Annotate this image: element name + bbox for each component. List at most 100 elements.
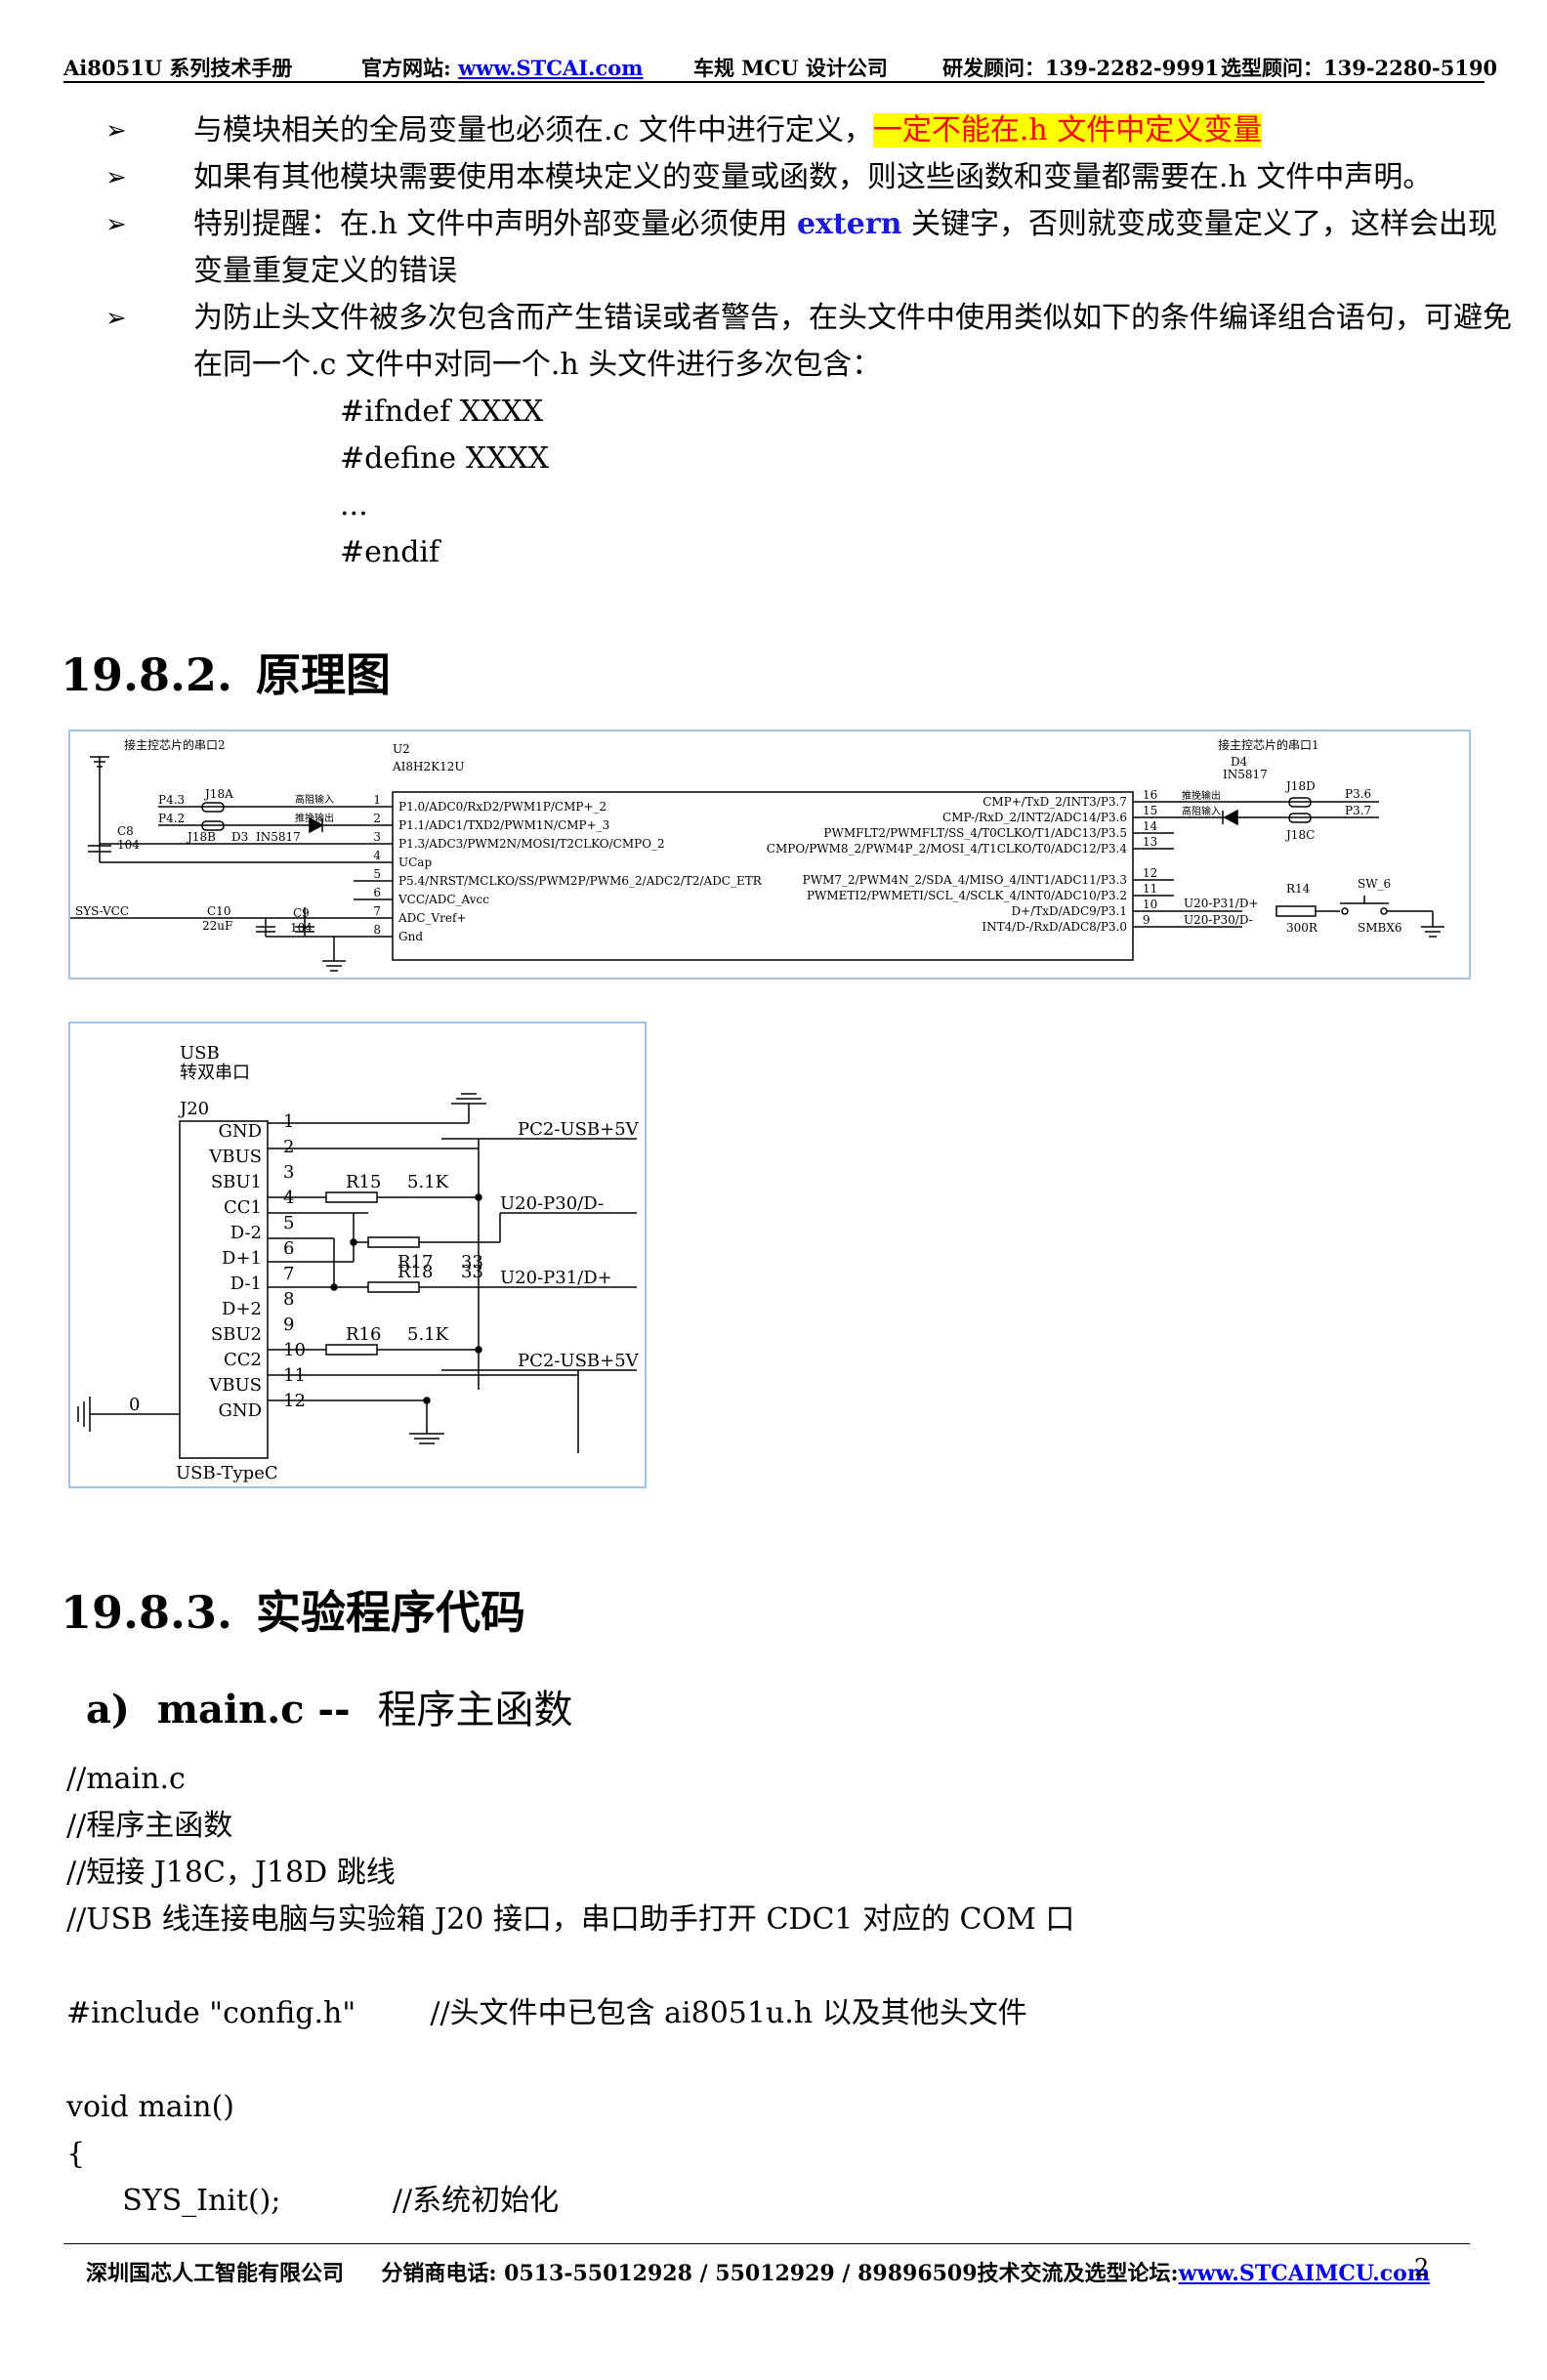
bullet-arrow-icon: ➢ — [105, 210, 127, 239]
connector-pin-number: 10 — [283, 1340, 306, 1360]
section-heading-schematic: 19.8.2.原理图 — [61, 640, 391, 704]
page-footer: 深圳国芯人工智能有限公司 分销商电话: 0513-55012928 / 5501… — [86, 2256, 1430, 2287]
part-label: R16 — [346, 1324, 381, 1345]
bullet-arrow-icon: ➢ — [105, 304, 127, 333]
pin-number: 1 — [373, 793, 381, 807]
bullet-list: ➢ 与模块相关的全局变量也必须在.c 文件中进行定义，一定不能在.h 文件中定义… — [105, 107, 1512, 576]
connector-pin-label: D+1 — [222, 1248, 262, 1269]
pin-label: P1.1/ADC1/TXD2/PWM1N/CMP+_3 — [398, 818, 609, 832]
forum-link[interactable]: www.STCAIMCU.com — [1178, 2261, 1431, 2286]
part-label: 5.1K — [407, 1172, 449, 1192]
connector-pin-label: SBU1 — [211, 1172, 262, 1192]
inline-code-line: #define XXXX — [340, 441, 550, 476]
pin-label: PWMETI2/PWMETI/SCL_4/SCLK_4/INT0/ADC10/P… — [807, 889, 1127, 902]
connector-pin-label: CC1 — [224, 1197, 262, 1218]
part-label: J18A — [203, 787, 233, 801]
inline-code-line: #endif — [340, 535, 440, 569]
subsection-label: a) — [86, 1687, 130, 1733]
sch1-right-note: 接主控芯片的串口1 — [1218, 737, 1319, 752]
connector-pin-label: GND — [218, 1400, 262, 1421]
site-label-text: 官方网站: — [361, 56, 459, 80]
usb-title-1: USB — [180, 1043, 220, 1064]
part-label: 33 — [461, 1252, 483, 1273]
pin-number: 14 — [1143, 819, 1158, 833]
part-label: R14 — [1286, 882, 1311, 896]
bullet-arrow-icon: ➢ — [105, 163, 127, 192]
connector-pin-label: D+2 — [222, 1299, 262, 1319]
code-block: //main.c //程序主函数 //短接 J18C，J18D 跳线 //USB… — [66, 1762, 1075, 2218]
part-label: SW_6 — [1358, 877, 1391, 891]
connector-pin-label: D-2 — [230, 1223, 262, 1243]
pin-number: 12 — [1143, 866, 1157, 880]
net-label: P3.6 — [1345, 787, 1371, 801]
net-label: U20-P31/D+ — [1184, 897, 1259, 910]
connector-pin-number: 4 — [283, 1188, 294, 1208]
net-label: SYS-VCC — [75, 904, 129, 918]
pin-number: 8 — [373, 923, 381, 937]
manual-title: Ai8051U 系列技术手册 — [63, 56, 293, 80]
net-dm: U20-P30/D- — [500, 1193, 604, 1214]
section-heading-code: 19.8.3.实验程序代码 — [61, 1577, 525, 1642]
bullet-item: ➢ 特别提醒：在.h 文件中声明外部变量必须使用 extern 关键字，否则就变… — [105, 201, 1512, 295]
footer-rule — [63, 2243, 1470, 2244]
pin-number: 3 — [373, 830, 381, 844]
net-5v-a: PC2-USB+5V — [518, 1119, 640, 1140]
bullet-text: 关键字，否则就变成变量定义了，这样会出现变量重复定义的错误 — [193, 207, 1498, 288]
pin-number: 4 — [373, 849, 381, 862]
pin-label: UCap — [398, 856, 432, 869]
connector-pin-number: 5 — [283, 1213, 294, 1233]
pin-label: CMP+/TxD_2/INT3/P3.7 — [983, 795, 1127, 809]
net-label: P4.3 — [158, 793, 185, 807]
pin-label: CMP-/RxD_2/INT2/ADC14/P3.6 — [942, 811, 1127, 824]
part-label: SMBX6 — [1358, 921, 1402, 935]
inline-code-line: #ifndef XXXX — [340, 395, 544, 429]
pin-label: PWMFLT2/PWMFLT/SS_4/T0CLKO/T1/ADC13/P3.5 — [823, 826, 1127, 840]
pin-number: 11 — [1143, 882, 1157, 896]
usb-schematic: USB 转双串口 J20 USB-TypeC PC2-USB+5V PC2-US… — [68, 1022, 647, 1488]
net-label: U20-P30/D- — [1184, 913, 1253, 927]
bullet-item: ➢ 如果有其他模块需要使用本模块定义的变量或函数，则这些函数和变量都需要在.h … — [105, 154, 1512, 201]
part-label: IN5817 — [256, 830, 301, 844]
net-label: P3.7 — [1345, 804, 1371, 817]
usb-ref: J20 — [178, 1099, 209, 1119]
pin-label: P5.4/NRST/MCLKO/SS/PWM2P/PWM6_2/ADC2/T2/… — [398, 874, 763, 888]
sch1-left-note: 接主控芯片的串口2 — [124, 737, 226, 752]
connector-pin-label: VBUS — [208, 1375, 262, 1396]
net-label: 0 — [129, 1395, 140, 1415]
part-label: IN5817 — [1223, 768, 1268, 781]
section-number: 19.8.2. — [61, 648, 233, 701]
pin-number: 7 — [373, 904, 381, 918]
part-label: C8 — [117, 824, 134, 838]
pin-number: 5 — [373, 867, 381, 881]
pin-label: P1.3/ADC3/PWM2N/MOSI/T2CLKO/CMPO_2 — [398, 837, 665, 851]
pin-number: 6 — [373, 886, 381, 899]
usb-title-2: 转双串口 — [180, 1063, 250, 1083]
connector-pin-number: 11 — [283, 1365, 306, 1386]
connector-pin-label: D-1 — [230, 1274, 262, 1294]
site-label: 官方网站: www.STCAI.com — [361, 53, 643, 82]
subsection-title: 程序主函数 — [377, 1688, 573, 1733]
part-label: 300R — [1286, 921, 1318, 935]
pin-label: Gnd — [398, 930, 423, 943]
part-label: J18D — [1284, 779, 1316, 793]
section-number: 19.8.3. — [61, 1586, 233, 1639]
part-label: J18B — [186, 830, 216, 844]
site-link[interactable]: www.STCAI.com — [458, 56, 644, 80]
highlight-text: 一定不能在.h 文件中定义变量 — [872, 113, 1263, 147]
bullet-item: ➢ 与模块相关的全局变量也必须在.c 文件中进行定义，一定不能在.h 文件中定义… — [105, 107, 1512, 154]
part-label: D3 — [231, 830, 248, 844]
subsection-heading-main: a) main.c -- 程序主函数 — [86, 1678, 573, 1734]
connector-pin-label: SBU2 — [211, 1324, 262, 1345]
usb-part: USB-TypeC — [176, 1463, 278, 1483]
pin-label: D+/TxD/ADC9/P3.1 — [1012, 904, 1127, 918]
inline-code-line: ... — [340, 488, 368, 522]
bullet-text: 为防止头文件被多次包含而产生错误或者警告，在头文件中使用类似如下的条件编译组合语… — [193, 301, 1512, 382]
part-label: 33 — [461, 1262, 483, 1282]
connector-pin-label: CC2 — [224, 1350, 262, 1370]
pin-number: 10 — [1143, 898, 1157, 911]
connector-pin-label: VBUS — [208, 1147, 262, 1167]
pin-label: P1.0/ADC0/RxD2/PWM1P/CMP+_2 — [398, 800, 606, 814]
chip-ref: U2 — [393, 742, 410, 756]
page-header: Ai8051U 系列技术手册 官方网站: www.STCAI.com 车规 MC… — [63, 49, 1497, 86]
part-label: R18 — [397, 1262, 433, 1282]
